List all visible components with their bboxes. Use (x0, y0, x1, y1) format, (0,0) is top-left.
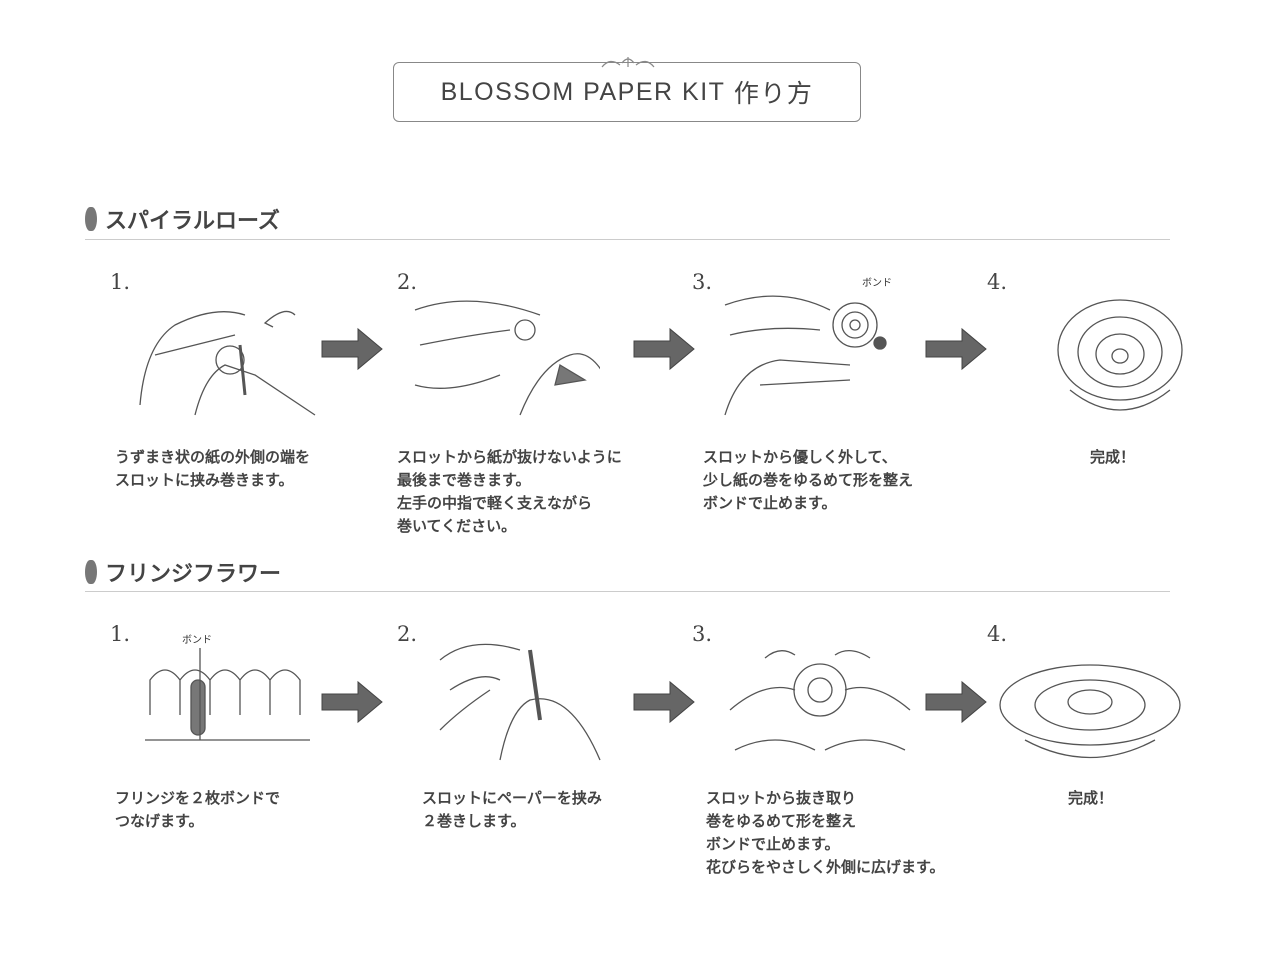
divider (85, 239, 1170, 240)
section-title: フリンジフラワー (105, 561, 282, 587)
fringe-flower-illustration (999, 664, 1181, 759)
step-number: 4. (987, 622, 1008, 646)
step-number: 4. (987, 270, 1008, 294)
step-caption: 完成！ (1090, 448, 1136, 466)
leaf-icon (85, 560, 97, 584)
title-suffix: 作り方 (733, 80, 814, 108)
step-number: 3. (692, 270, 713, 294)
arrow-right-icon (321, 680, 383, 724)
hand-slot-illustration (139, 310, 316, 416)
page-title: BLOSSOM PAPER KIT 作り方 (393, 62, 861, 122)
arrow-right-icon (925, 327, 987, 371)
step-caption: スロットにペーパーを挟み ２巻きします。 (422, 789, 602, 830)
title-main: BLOSSOM PAPER KIT (440, 77, 726, 106)
arrow-right-icon (633, 327, 695, 371)
step-number: 2. (397, 622, 418, 646)
spiral-rose-illustration (1057, 299, 1183, 411)
rolling-illustration (414, 300, 600, 416)
rose-shaping-illustration (724, 295, 887, 416)
section-title: スパイラルローズ (105, 208, 280, 234)
step-number: 1. (110, 622, 131, 646)
ornament-icon (601, 57, 655, 68)
bond-label: ボンド (862, 278, 892, 289)
section-heading: フリンジフラワー (85, 556, 281, 588)
fringe-rolling-illustration (439, 643, 601, 761)
step-number: 1. (110, 270, 131, 294)
fringe-illustration (145, 648, 310, 741)
leaf-icon (85, 207, 97, 231)
step-caption: スロットから抜き取り 巻をゆるめて形を整え ボンドで止めます。 花びらをやさしく… (706, 789, 945, 876)
step-number: 3. (692, 622, 713, 646)
step-caption: うずまき状の紙の外側の端を スロットに挟み巻きます。 (115, 448, 311, 489)
arrow-right-icon (633, 680, 695, 724)
arrow-right-icon (321, 327, 383, 371)
section-heading: スパイラルローズ (85, 203, 280, 235)
step-caption: フリンジを２枚ボンドで つなげます。 (115, 789, 281, 830)
step-caption: 完成！ (1068, 789, 1114, 807)
bond-label: ボンド (182, 635, 212, 646)
step-caption: スロットから紙が抜けないように 最後まで巻きます。 左手の中指で軽く支えながら … (397, 448, 622, 535)
step-caption: スロットから優しく外して、 少し紙の巻をゆるめて形を整え ボンドで止めます。 (703, 448, 914, 512)
divider (85, 591, 1170, 592)
fringe-shaping-illustration (729, 650, 911, 751)
step-number: 2. (397, 270, 418, 294)
arrow-right-icon (925, 680, 987, 724)
